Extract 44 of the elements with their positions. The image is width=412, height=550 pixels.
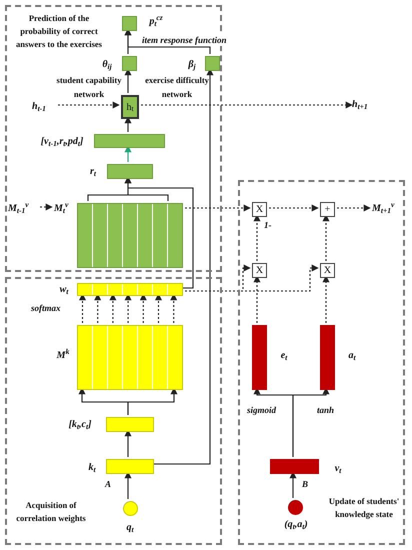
- edge-label: 1-: [263, 219, 272, 231]
- weight-vector: [77, 283, 183, 296]
- symbol-label: k$_{t}$: [87, 461, 97, 475]
- edge-label: softmax: [30, 302, 62, 314]
- state-label: h$_{t-1}$: [32, 100, 60, 114]
- edge-label: A: [104, 478, 112, 490]
- difficulty-box: [205, 56, 220, 71]
- symbol-label: e$_{t}$: [280, 349, 288, 363]
- panel-heading: Prediction of the probability of correct answers to the exercises: [14, 12, 103, 51]
- symbol-label: a$_{t}$: [347, 349, 357, 363]
- symbol-label: [v$_{t-1}$,r$_{t}$,pd$_{t}$]: [40, 135, 84, 149]
- symbol-label: v$_{t}$: [334, 462, 342, 476]
- edge-label: sigmoid: [246, 404, 278, 416]
- vector-box: [106, 417, 154, 432]
- vector-box: [94, 134, 165, 148]
- symbol-label: θ$_{ij}$: [101, 58, 113, 72]
- read-box: [107, 164, 153, 179]
- dashed-panel: [5, 277, 222, 545]
- value-memory-matrix: [77, 203, 183, 268]
- edge-label: B: [301, 478, 310, 490]
- symbol-label: q$_{t}$: [125, 521, 135, 535]
- output-box: [122, 16, 137, 31]
- symbol-label: M$^{k}$: [56, 349, 70, 363]
- edge-label: item response function: [141, 34, 228, 46]
- dotted-arrow: [58, 102, 120, 108]
- panel-heading: Acquisition of correlation weights: [15, 499, 87, 525]
- symbol-label: (q$_{t}$,a$_{t}$): [283, 518, 309, 532]
- dotted-arrow: [40, 204, 53, 210]
- symbol-label: β$_{j}$: [187, 58, 197, 72]
- state-label: h$_{t+1}$: [352, 98, 384, 112]
- edge-label: tanh: [316, 404, 336, 416]
- key-memory-matrix: [77, 325, 183, 390]
- capability-box: [122, 56, 137, 71]
- panel-heading: Update of students' knowledge state: [328, 495, 400, 521]
- embedding-box: [106, 459, 154, 474]
- embedding-bar: [270, 459, 319, 474]
- symbol-label: [k$_{t}$,c$_{t}$]: [68, 418, 92, 432]
- symbol-label: w$_{t}$: [58, 283, 70, 297]
- add-bar: [320, 325, 335, 390]
- network-label: exercise difficulty network: [144, 74, 210, 101]
- network-label: student capability network: [56, 74, 122, 101]
- erase-bar: [252, 325, 267, 390]
- symbol-label: r$_{t}$: [89, 165, 98, 179]
- hidden-state-box: h$_{t}$: [121, 95, 139, 119]
